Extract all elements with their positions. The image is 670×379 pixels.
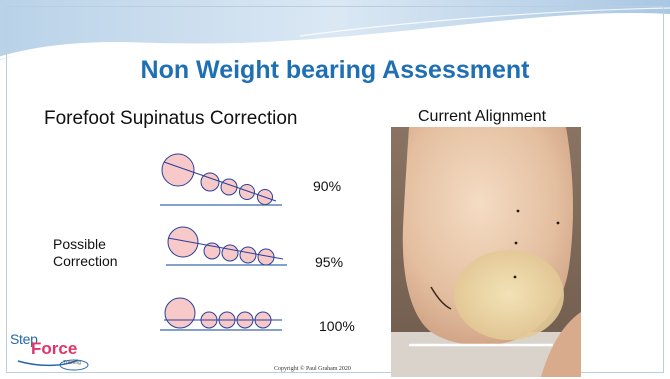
marker-dot	[557, 222, 560, 225]
marker-dot	[514, 276, 517, 279]
marker-dot	[517, 210, 520, 213]
row-90	[160, 154, 282, 205]
logo-training: Training	[63, 360, 81, 366]
toe-circle	[168, 227, 198, 257]
toe-circle	[165, 298, 195, 328]
heel-pad	[454, 250, 564, 340]
marker-dot	[515, 242, 518, 245]
toe-circle	[240, 185, 255, 200]
stepforce-logo: Step Force Training	[8, 327, 94, 371]
percent-90: 90%	[313, 178, 341, 194]
toe-circle	[222, 245, 238, 261]
logo-force: Force	[31, 339, 77, 359]
percent-100: 100%	[319, 318, 355, 334]
percent-95: 95%	[315, 254, 343, 270]
toe-circle	[162, 154, 194, 186]
toe-circle	[240, 247, 256, 263]
row-95	[166, 227, 287, 265]
row-100	[160, 298, 282, 330]
heel-photo	[391, 127, 581, 377]
